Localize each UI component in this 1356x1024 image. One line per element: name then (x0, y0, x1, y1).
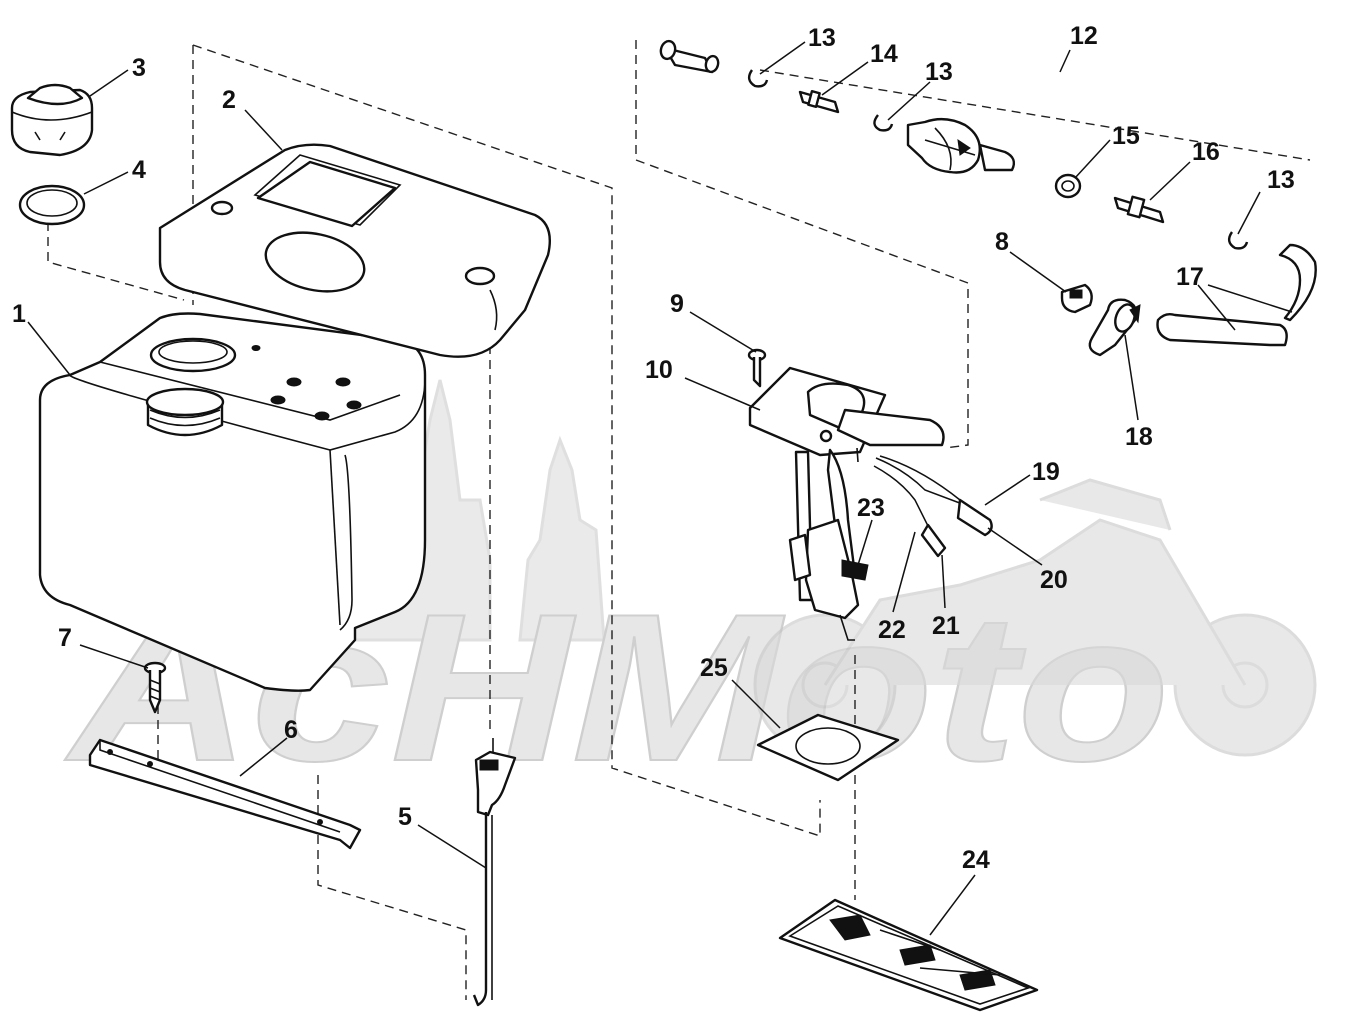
fuel-cap (10, 83, 94, 157)
fuel-gauge-sender (472, 738, 517, 1007)
callout-21: 21 (932, 612, 960, 640)
callout-3: 3 (132, 54, 146, 82)
hose-clamp-15 (1054, 173, 1082, 199)
callout-labels: 1 2 3 4 5 6 7 8 9 10 12 13 13 13 14 15 1… (12, 22, 1295, 874)
callout-25: 25 (700, 654, 728, 682)
hose-clamp-13a (747, 69, 769, 88)
mounting-bracket (88, 738, 362, 850)
callout-5: 5 (398, 803, 412, 831)
callout-16: 16 (1192, 138, 1220, 166)
callout-12: 12 (1070, 22, 1098, 50)
primer-bulb (906, 117, 1016, 174)
callout-14: 14 (870, 40, 898, 68)
fuel-hose (1156, 243, 1317, 347)
callout-17: 17 (1176, 263, 1204, 291)
decal (778, 898, 1039, 1012)
callout-19: 19 (1032, 458, 1060, 486)
watermark: AcHMoto (63, 339, 1317, 806)
callout-7: 7 (58, 624, 72, 652)
fuel-pickup-assembly (748, 366, 945, 641)
fitting-16 (1113, 195, 1165, 224)
sender-wires (873, 455, 993, 558)
connector-18 (1088, 298, 1141, 357)
callout-9: 9 (670, 290, 684, 318)
tank-cover (158, 143, 552, 358)
callout-23: 23 (857, 494, 885, 522)
hose-clamp-13b (873, 114, 894, 132)
hose-coupler (659, 39, 720, 74)
callout-22: 22 (878, 616, 906, 644)
fuel-tank (38, 312, 427, 692)
screw (143, 661, 167, 714)
fitting-14 (798, 90, 840, 114)
screw-9 (747, 348, 767, 388)
callout-4: 4 (132, 156, 146, 184)
callout-13a: 13 (808, 24, 836, 52)
gasket (756, 713, 900, 782)
callout-6: 6 (284, 716, 298, 744)
hose-clamp-13c (1227, 231, 1249, 250)
callout-1: 1 (12, 300, 26, 328)
callout-24: 24 (962, 846, 990, 874)
callout-2: 2 (222, 86, 236, 114)
callout-13c: 13 (1267, 166, 1295, 194)
callout-15: 15 (1112, 122, 1140, 150)
callout-13b: 13 (925, 58, 953, 86)
clamp-8 (1060, 283, 1093, 314)
o-ring (18, 184, 86, 226)
callout-10: 10 (645, 356, 673, 384)
leader-lines (27, 41, 1293, 936)
callout-20: 20 (1040, 566, 1068, 594)
callout-18: 18 (1125, 423, 1153, 451)
callout-8: 8 (995, 228, 1009, 256)
